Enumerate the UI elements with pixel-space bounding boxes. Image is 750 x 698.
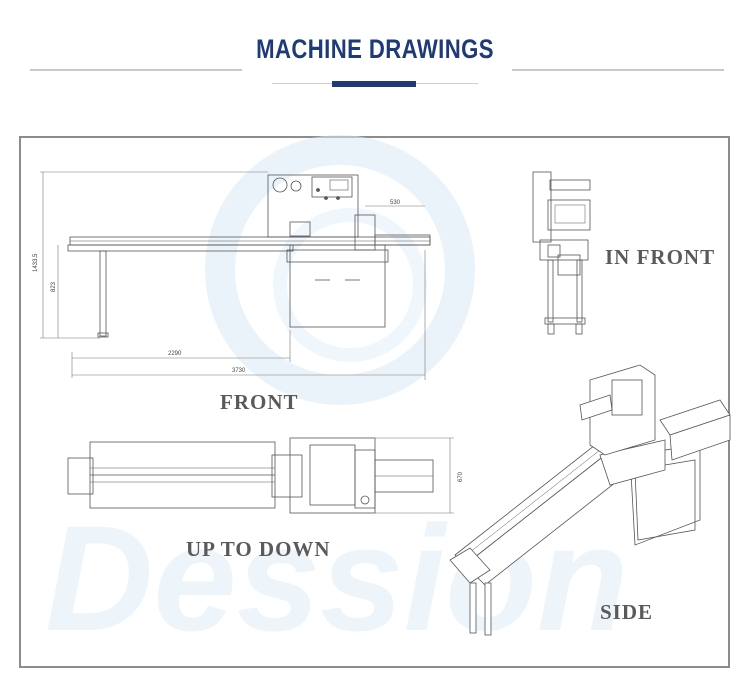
- page-title: MACHINE DRAWINGS: [256, 34, 494, 64]
- label-side: SIDE: [600, 600, 654, 624]
- side-view: [449, 364, 731, 636]
- label-in-front: IN FRONT: [605, 245, 716, 269]
- in-front-view: [532, 171, 591, 335]
- dim-length-total: 3730: [232, 368, 246, 374]
- dim-height-total: 1433.5: [33, 253, 39, 272]
- header-rule-right: [512, 69, 724, 71]
- label-up-to-down: UP TO DOWN: [186, 537, 331, 561]
- dim-width-plan: 670: [458, 471, 464, 482]
- up-to-down-view: [67, 437, 454, 514]
- header-accent-bar: [332, 81, 416, 87]
- dim-length-infeed: 2290: [168, 351, 182, 357]
- dim-height-table: 823: [51, 281, 57, 292]
- front-view: [40, 171, 431, 380]
- header-rule-left: [30, 69, 242, 71]
- dim-width-top: 530: [390, 200, 401, 206]
- watermark: Dession: [45, 135, 629, 662]
- label-front: FRONT: [220, 390, 299, 414]
